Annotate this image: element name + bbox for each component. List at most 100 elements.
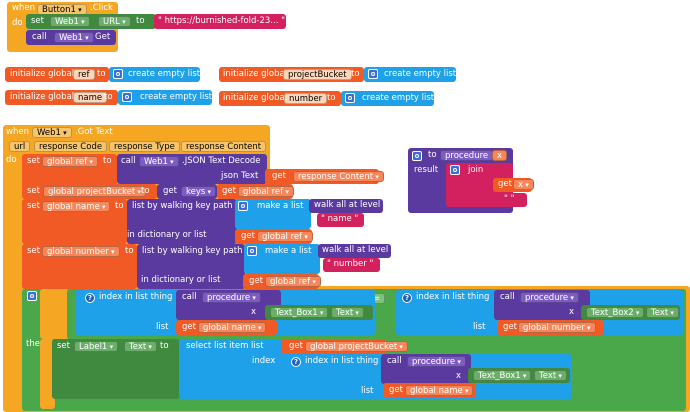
procedure-dropdown[interactable]: procedure — [407, 356, 466, 367]
procedure-dropdown[interactable]: procedure — [202, 292, 261, 303]
x-param-field[interactable]: x — [492, 150, 508, 161]
param-response-code[interactable]: response Code — [34, 141, 108, 152]
number-string-block[interactable]: " number " — [323, 258, 380, 272]
to-keyword: to — [125, 246, 134, 256]
init-global-name[interactable]: initialize global name to — [5, 90, 118, 105]
global-number-get-var[interactable]: global number — [518, 322, 596, 333]
web1-dropdown[interactable]: Web1 — [50, 16, 90, 27]
global-ref-get-var[interactable]: global ref — [265, 276, 321, 287]
procedure-name-field[interactable]: procedure — [440, 150, 494, 161]
get-global-name-left[interactable]: get global name — [176, 320, 277, 335]
text-property-dropdown[interactable]: Text — [534, 370, 567, 381]
url-string-block[interactable]: " https://burnished-fold-23... " — [154, 14, 286, 29]
init-global-projectbucket[interactable]: initialize global projectBucket to — [219, 67, 364, 82]
walk-key-path-block[interactable]: list by walking key path in dictionary o… — [127, 199, 237, 244]
get-x-block[interactable]: get x — [493, 178, 534, 192]
text-property-dropdown[interactable]: Text — [331, 307, 364, 318]
global-number-var[interactable]: global number — [42, 246, 120, 257]
param-url[interactable]: url — [9, 141, 31, 152]
set-global-name-block[interactable]: set global name to — [22, 199, 127, 244]
x-param-label: x — [251, 307, 257, 317]
do-keyword: do — [6, 155, 17, 165]
global-ref-get-var[interactable]: global ref — [257, 231, 313, 242]
global-ref-get-var[interactable]: global ref — [238, 186, 294, 197]
create-empty-list-name[interactable]: create empty list — [118, 90, 212, 105]
x-get-var[interactable]: x — [513, 179, 534, 190]
global-projectbucket-var[interactable]: global projectBucket — [43, 186, 146, 197]
global-name-get-var[interactable]: global name — [405, 385, 474, 396]
create-empty-list-ref[interactable]: create empty list — [109, 67, 200, 82]
gear-icon[interactable] — [412, 151, 422, 161]
set-label1-text-block[interactable]: set Label1 Text to — [52, 339, 180, 399]
gear-icon[interactable] — [27, 291, 37, 301]
get-global-name-then[interactable]: get global name — [383, 383, 476, 398]
get-global-projectbucket[interactable]: get global projectBucket — [281, 339, 408, 354]
name-string-block[interactable]: " name " — [317, 213, 364, 227]
textbox1-text-then[interactable]: Text_Box1 Text — [468, 368, 570, 383]
call-procedure-left[interactable]: call procedure x — [176, 290, 281, 320]
set-web1-url-block[interactable]: set Web1 URL to — [26, 14, 156, 29]
text-box1-dropdown[interactable]: Text_Box1 — [270, 307, 329, 318]
url-property-dropdown[interactable]: URL — [98, 16, 131, 27]
get-response-content[interactable]: get response Content — [265, 169, 384, 184]
call-procedure-then[interactable]: call procedure x — [381, 354, 471, 384]
label1-dropdown[interactable]: Label1 — [74, 341, 119, 352]
web1-dropdown[interactable]: Web1 — [32, 127, 72, 138]
global-name-name[interactable]: name — [73, 92, 108, 103]
in-dictionary-label: in dictionary or list — [127, 230, 207, 240]
gear-icon[interactable] — [368, 69, 378, 79]
make-list-block[interactable]: make a list — [235, 199, 311, 229]
set-global-number-block[interactable]: set global number to — [22, 244, 137, 289]
init-global-number[interactable]: initialize global number to — [219, 91, 341, 106]
gear-icon[interactable] — [238, 201, 248, 211]
text-property-dropdown[interactable]: Text — [646, 307, 679, 318]
global-name-get-var[interactable]: global name — [198, 322, 267, 333]
global-number-name[interactable]: number — [284, 93, 328, 104]
textbox1-text-left[interactable]: Text_Box1 Text — [265, 305, 373, 320]
response-content-var[interactable]: response Content — [293, 171, 384, 182]
keys-dropdown[interactable]: keys — [181, 186, 217, 197]
param-response-content[interactable]: response Content — [181, 141, 267, 152]
set-global-projectbucket-block[interactable]: set global projectBucket to — [22, 184, 157, 199]
call-procedure-right[interactable]: call procedure x — [494, 290, 590, 320]
walk-all-level-block[interactable]: walk all at level — [318, 244, 391, 258]
get-global-ref[interactable]: get global ref — [235, 229, 313, 244]
procedure-dropdown[interactable]: procedure — [520, 292, 579, 303]
help-icon[interactable]: ? — [402, 293, 412, 303]
gear-icon[interactable] — [122, 92, 132, 102]
gear-icon[interactable] — [247, 246, 257, 256]
textbox2-text-right[interactable]: Text_Box2 Text — [581, 305, 680, 320]
web1-call-dropdown[interactable]: Web1 — [139, 156, 179, 167]
web1-call-dropdown[interactable]: Web1 — [54, 32, 94, 43]
set-keyword: set — [31, 16, 44, 26]
gear-icon[interactable] — [113, 69, 123, 79]
text-box2-dropdown[interactable]: Text_Box2 — [586, 307, 645, 318]
global-name-var[interactable]: global name — [42, 201, 111, 212]
walk-all-level-block[interactable]: walk all at level — [309, 199, 383, 213]
gear-icon[interactable] — [345, 93, 355, 103]
empty-string-block[interactable]: " " — [500, 193, 527, 207]
walk-key-path-block[interactable]: list by walking key path in dictionary o… — [137, 244, 245, 289]
global-ref-var[interactable]: global ref — [42, 156, 98, 167]
get-keyword: get — [163, 186, 177, 196]
make-list-block[interactable]: make a list — [244, 244, 320, 274]
get-global-number-right[interactable]: get global number — [497, 320, 604, 335]
get-global-ref[interactable]: get global ref — [217, 184, 294, 199]
init-global-ref[interactable]: initialize global ref to — [5, 67, 109, 82]
global-ref-name[interactable]: ref — [73, 69, 95, 80]
global-projectbucket-get-var[interactable]: global projectBucket — [305, 341, 408, 352]
select-list-item-block[interactable]: select list item list index — [179, 339, 289, 399]
text-box1-dropdown[interactable]: Text_Box1 — [473, 370, 532, 381]
param-response-type[interactable]: response Type — [109, 141, 180, 152]
get-global-ref[interactable]: get global ref — [243, 274, 321, 289]
text-property-dropdown[interactable]: Text — [124, 341, 157, 352]
json-decode-block[interactable]: call Web1 .JSON Text Decode json Text — [117, 154, 267, 184]
help-icon[interactable]: ? — [85, 293, 95, 303]
global-projectbucket-name[interactable]: projectBucket — [283, 69, 352, 80]
call-web1-get-block[interactable]: call Web1 Get — [26, 30, 116, 45]
help-icon[interactable]: ? — [291, 357, 301, 367]
get-keys-block[interactable]: get keys — [157, 184, 217, 199]
create-empty-list-number[interactable]: create empty list — [341, 91, 434, 106]
create-empty-list-projectbucket[interactable]: create empty list — [364, 67, 456, 82]
gear-icon[interactable] — [450, 165, 460, 175]
